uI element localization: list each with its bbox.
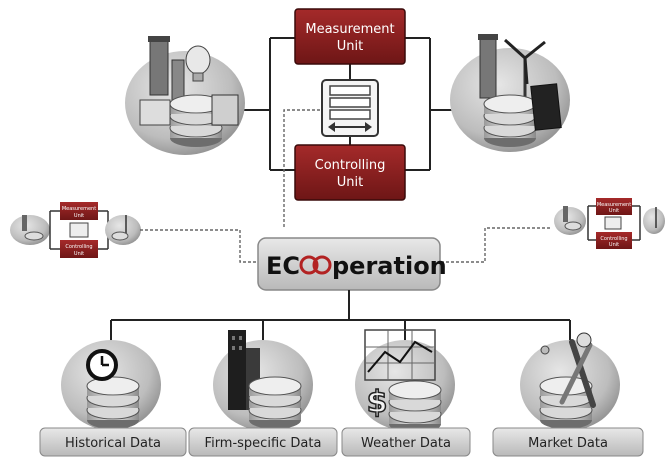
data-source-label-3: Market Data <box>528 436 608 451</box>
mini-right-measure-2: Unit <box>609 208 619 214</box>
firm-specific-data-source: Firm-specific Data <box>188 330 338 457</box>
infinity-icon <box>299 255 332 275</box>
mini-right-measure-1: Measurement <box>597 202 631 208</box>
data-source-label-1: Firm-specific Data <box>205 436 322 451</box>
data-source-label-2: Weather Data <box>361 436 451 451</box>
mini-left-control-1: Controlling <box>65 244 92 250</box>
weather-chart-icon <box>364 329 436 381</box>
wind-turbine-icon <box>450 34 570 152</box>
data-tree-connector <box>110 290 571 348</box>
weather-data-source: $ Weather Data <box>341 329 471 457</box>
measurement-unit-box: Measurement Unit <box>294 8 406 65</box>
controlling-unit-box: Controlling Unit <box>294 144 406 201</box>
mini-left-measure-2: Unit <box>74 213 84 219</box>
mini-left-measure-1: Measurement <box>62 206 96 212</box>
factory-plant-icon <box>125 36 245 155</box>
right-dotted-link <box>440 227 550 263</box>
server-icon <box>321 79 379 137</box>
data-source-label-0: Historical Data <box>65 436 161 451</box>
mini-right-control-1: Controlling <box>600 236 627 242</box>
mini-left-control-2: Unit <box>74 251 84 257</box>
measurement-unit-line2: Unit <box>337 39 363 54</box>
controlling-unit-line1: Controlling <box>315 158 386 173</box>
controlling-unit-line2: Unit <box>337 175 363 190</box>
ecooperation-prefix: EC <box>266 252 300 280</box>
measurement-unit-line1: Measurement <box>305 22 394 37</box>
market-tools-icon <box>540 332 596 408</box>
market-data-source: Market Data <box>492 332 644 457</box>
ecooperation-box: EC peration <box>257 237 447 291</box>
historical-data-source: Historical Data <box>39 340 187 457</box>
ecooperation-suffix: peration <box>332 252 447 280</box>
left-mini-diagram: Measurement Unit Controlling Unit <box>10 202 141 258</box>
right-mini-diagram: Measurement Unit Controlling Unit <box>554 198 665 249</box>
mini-right-control-2: Unit <box>609 242 619 248</box>
dollar-sign-icon: $ <box>367 385 388 420</box>
clock-icon <box>86 349 118 381</box>
left-dotted-link <box>140 229 258 263</box>
